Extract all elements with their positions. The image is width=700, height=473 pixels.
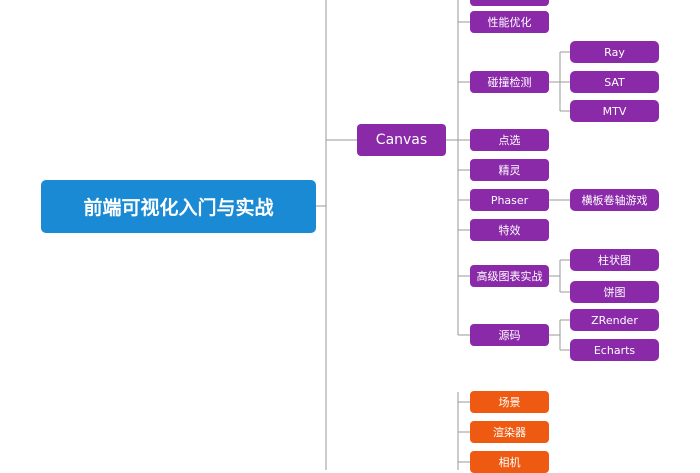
phaser-scroller-game-node: 横板卷轴游戏: [570, 189, 659, 211]
root-node-title: 前端可视化入门与实战: [41, 180, 316, 233]
pie-chart-node: 饼图: [570, 281, 659, 303]
collision-mtv-node: MTV: [570, 100, 659, 122]
collision-ray-node: Ray: [570, 41, 659, 63]
source-echarts-node: Echarts: [570, 339, 659, 361]
scene-node: 场景: [470, 391, 549, 413]
bar-chart-node: 柱状图: [570, 249, 659, 271]
node-top-cutoff: [470, 0, 549, 6]
collision-sat-node: SAT: [570, 71, 659, 93]
source-zrender-node: ZRender: [570, 309, 659, 331]
branch-sprite-node: 精灵: [470, 159, 549, 181]
branch-source-node: 源码: [470, 324, 549, 346]
branch-collision-node: 碰撞检测: [470, 71, 549, 93]
branch-pick-node: 点选: [470, 129, 549, 151]
canvas-node: Canvas: [357, 124, 446, 156]
branch-advanced-charts-node: 高级图表实战: [470, 265, 549, 287]
branch-phaser-node: Phaser: [470, 189, 549, 211]
renderer-node: 渲染器: [470, 421, 549, 443]
branch-effects-node: 特效: [470, 219, 549, 241]
branch-perf-node: 性能优化: [470, 11, 549, 33]
camera-node: 相机: [470, 451, 549, 473]
